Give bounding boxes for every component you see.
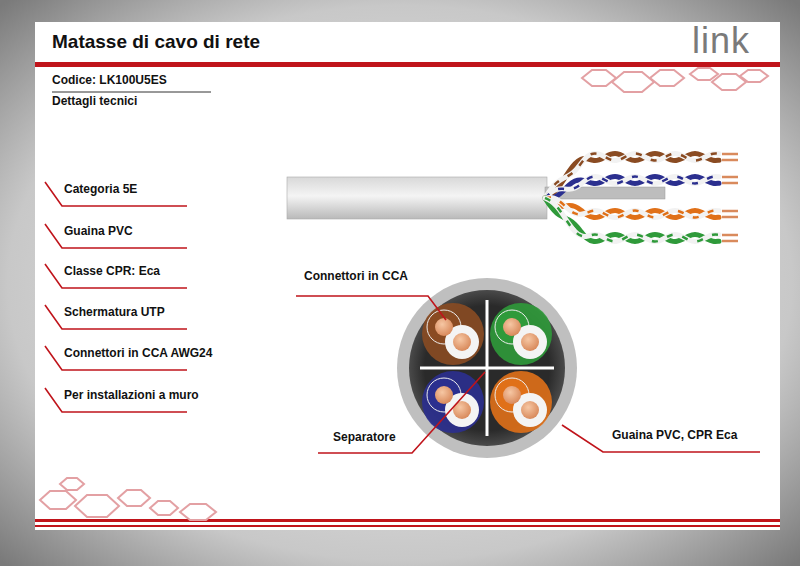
code-underline [52, 92, 211, 93]
brand-logo: link [692, 20, 750, 61]
header-rule [35, 62, 780, 67]
section-jacket [397, 278, 577, 458]
callout-leaders [296, 296, 760, 453]
feature-item: Guaina PVC [64, 225, 133, 239]
feature-item: Per installazioni a muro [64, 389, 199, 403]
cable-jacket [287, 177, 547, 219]
section-inner [409, 290, 565, 446]
callout-label: Separatore [333, 431, 396, 445]
list-leaders [45, 182, 187, 412]
footer-rule [35, 519, 780, 522]
feature-item: Classe CPR: Eca [64, 265, 160, 279]
sheet [35, 22, 780, 530]
hexagon-decor [40, 478, 216, 520]
feature-item: Categoria 5E [64, 183, 137, 197]
callout-label: Guaina PVC, CPR Eca [612, 429, 737, 443]
feature-item: Schermatura UTP [64, 306, 165, 320]
separator [420, 300, 554, 436]
page-title: Matasse di cavo di rete [52, 31, 260, 53]
product-code: Codice: LK100U5ES [52, 74, 167, 88]
section-heading: Dettagli tecnici [52, 95, 137, 109]
footer-rule [35, 525, 780, 527]
callout-label: Connettori in CCA [304, 270, 408, 284]
hexagon-decor [582, 68, 768, 92]
twisted-pairs [545, 154, 738, 242]
feature-item: Connettori in CCA AWG24 [64, 347, 212, 361]
